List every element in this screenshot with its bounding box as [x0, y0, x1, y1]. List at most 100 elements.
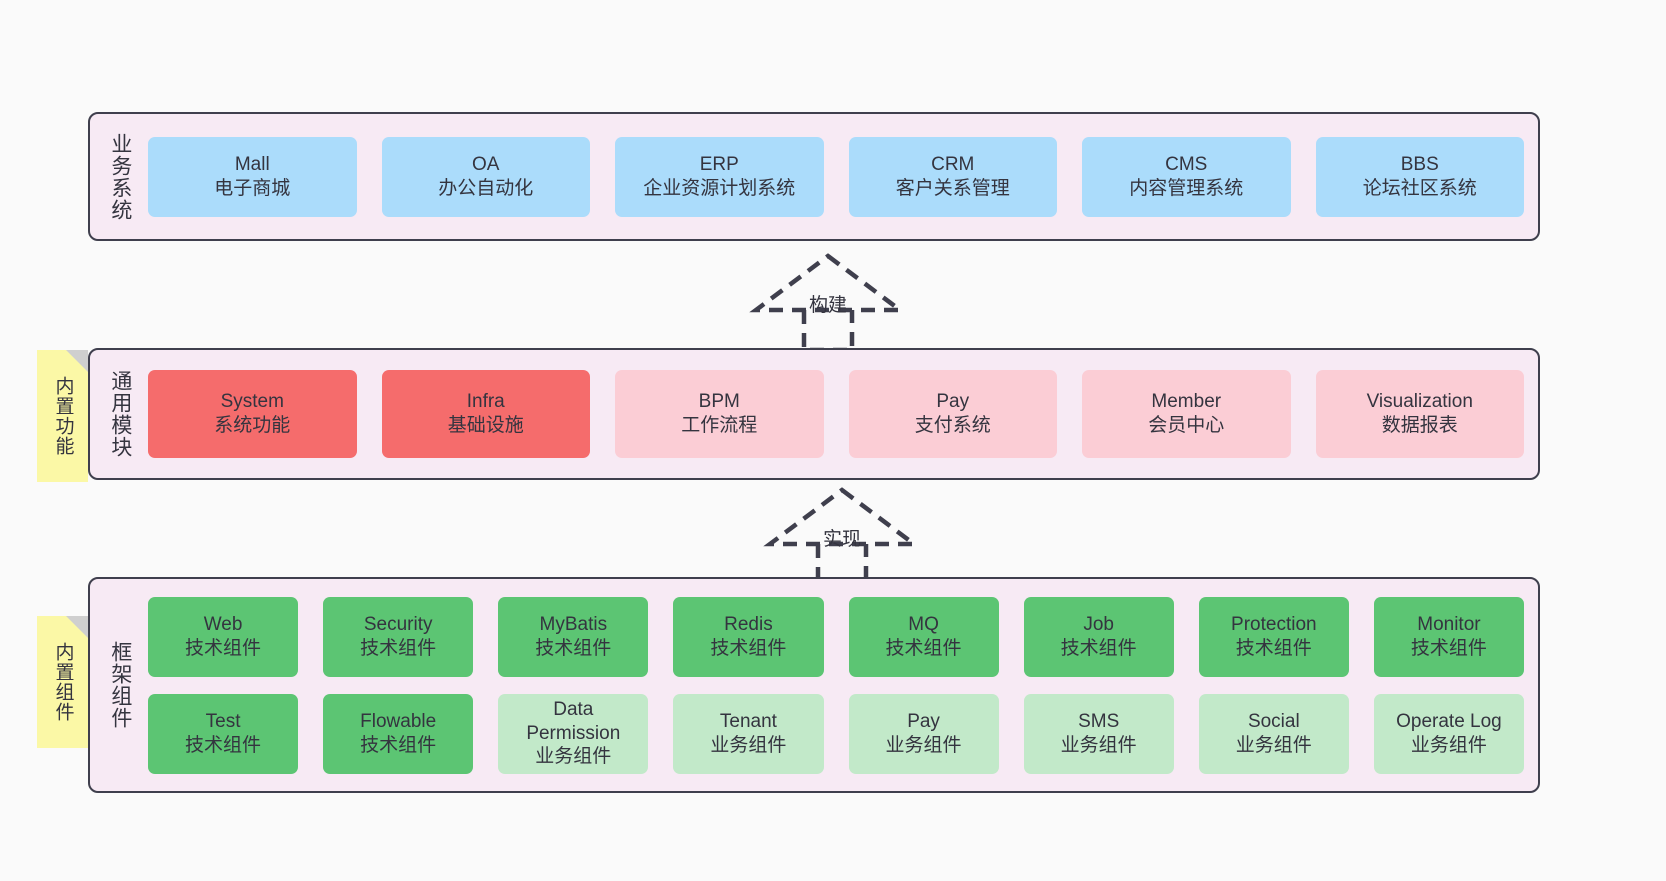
card-crm[interactable]: CRM 客户关系管理	[848, 136, 1057, 217]
card-title: System	[220, 391, 284, 413]
arrow-build: 构建	[748, 252, 908, 352]
layer-framework-component-body: Web 技术组件 Security 技术组件 MyBatis 技术组件 Redi…	[140, 579, 1538, 791]
card-mq[interactable]: MQ 技术组件	[848, 596, 999, 677]
card-data-permission[interactable]: Data Permission 业务组件	[498, 693, 649, 774]
note-fold-corner-icon	[66, 350, 88, 372]
card-bpm[interactable]: BPM 工作流程	[615, 370, 824, 458]
card-subtitle: 工作流程	[681, 415, 758, 436]
layer-business-system-label: 业务系统	[108, 132, 132, 221]
card-pay-component[interactable]: Pay 业务组件	[848, 693, 999, 774]
card-subtitle: 业务组件	[535, 746, 612, 768]
card-subtitle: 企业资源计划系统	[643, 177, 796, 199]
card-flowable[interactable]: Flowable 技术组件	[323, 693, 474, 774]
card-title: Pay	[936, 391, 970, 413]
card-title: BBS	[1400, 153, 1439, 175]
business-system-row: Mall 电子商城 OA 办公自动化 ERP 企业资源计划系统 CRM 客户关系…	[148, 136, 1524, 217]
layer-common-module-body: System 系统功能 Infra 基础设施 BPM 工作流程 Pay 支付系统…	[140, 350, 1538, 478]
card-mall[interactable]: Mall 电子商城	[148, 136, 357, 217]
card-title: Member	[1151, 391, 1222, 413]
sticky-note-builtin-component: 内置组件	[37, 616, 88, 748]
framework-business-row: Test 技术组件 Flowable 技术组件 Data Permission …	[148, 693, 1524, 774]
card-title: Redis	[724, 613, 773, 635]
layer-common-module-label: 通用模块	[108, 370, 132, 458]
card-cms[interactable]: CMS 内容管理系统	[1082, 136, 1291, 217]
card-title: Protection	[1231, 613, 1317, 635]
card-subtitle: 业务组件	[885, 734, 962, 756]
card-title: OA	[472, 153, 500, 175]
card-bbs[interactable]: BBS 论坛社区系统	[1315, 136, 1524, 217]
sticky-note-label: 内置组件	[52, 642, 74, 722]
card-visualization[interactable]: Visualization 数据报表	[1315, 370, 1524, 458]
card-title: Security	[363, 613, 433, 635]
card-subtitle: 基础设施	[447, 415, 524, 436]
card-title: Mall	[234, 153, 270, 175]
card-pay-module[interactable]: Pay 支付系统	[848, 370, 1057, 458]
card-title: Flowable	[360, 710, 437, 732]
card-subtitle: 电子商城	[214, 177, 291, 199]
card-subtitle: 内容管理系统	[1129, 177, 1244, 199]
card-member[interactable]: Member 会员中心	[1082, 370, 1291, 458]
card-title: Web	[203, 613, 243, 635]
layer-common-module: 通用模块 System 系统功能 Infra 基础设施 BPM 工作流程 Pay…	[88, 348, 1540, 480]
card-security[interactable]: Security 技术组件	[323, 596, 474, 677]
card-subtitle: 技术组件	[535, 637, 612, 659]
arrow-implement: 实现	[762, 486, 922, 586]
card-protection[interactable]: Protection 技术组件	[1198, 596, 1349, 677]
card-title: CMS	[1165, 153, 1208, 175]
card-job[interactable]: Job 技术组件	[1023, 596, 1174, 677]
sticky-note-label: 内置功能	[52, 376, 74, 456]
layer-business-system: 业务系统 Mall 电子商城 OA 办公自动化 ERP 企业资源计划系统 CRM…	[88, 112, 1540, 241]
card-subtitle: 技术组件	[360, 734, 437, 756]
card-sms[interactable]: SMS 业务组件	[1023, 693, 1174, 774]
card-title: Operate Log	[1396, 710, 1502, 732]
card-mybatis[interactable]: MyBatis 技术组件	[498, 596, 649, 677]
card-infra[interactable]: Infra 基础设施	[381, 370, 590, 458]
card-title: Infra	[466, 391, 505, 413]
card-title: Monitor	[1417, 613, 1481, 635]
card-title: Social	[1247, 710, 1300, 732]
card-erp[interactable]: ERP 企业资源计划系统	[615, 136, 824, 217]
card-subtitle: 技术组件	[1060, 637, 1137, 659]
card-subtitle: 客户关系管理	[895, 177, 1010, 199]
card-web[interactable]: Web 技术组件	[148, 596, 299, 677]
card-subtitle: 技术组件	[185, 637, 262, 659]
card-title: SMS	[1078, 710, 1120, 732]
card-social[interactable]: Social 业务组件	[1198, 693, 1349, 774]
card-title: CRM	[931, 153, 975, 175]
card-subtitle: 技术组件	[185, 734, 262, 756]
card-subtitle: 技术组件	[1410, 637, 1487, 659]
card-subtitle: 系统功能	[214, 415, 291, 436]
card-monitor[interactable]: Monitor 技术组件	[1373, 596, 1524, 677]
card-subtitle: 业务组件	[1060, 734, 1137, 756]
card-title: Data Permission	[526, 698, 621, 744]
card-title: MyBatis	[539, 613, 608, 635]
card-subtitle: 技术组件	[360, 637, 437, 659]
card-subtitle: 技术组件	[1235, 637, 1312, 659]
card-subtitle: 支付系统	[914, 415, 991, 436]
card-title: MQ	[908, 613, 939, 635]
card-test[interactable]: Test 技术组件	[148, 693, 299, 774]
common-module-row: System 系统功能 Infra 基础设施 BPM 工作流程 Pay 支付系统…	[148, 370, 1524, 458]
card-operate-log[interactable]: Operate Log 业务组件	[1373, 693, 1524, 774]
card-subtitle: 会员中心	[1148, 415, 1225, 436]
sticky-note-builtin-feature: 内置功能	[37, 350, 88, 482]
card-subtitle: 数据报表	[1381, 415, 1458, 436]
card-subtitle: 论坛社区系统	[1362, 177, 1477, 199]
card-subtitle: 技术组件	[885, 637, 962, 659]
card-subtitle: 办公自动化	[438, 177, 534, 199]
framework-tech-row: Web 技术组件 Security 技术组件 MyBatis 技术组件 Redi…	[148, 596, 1524, 677]
card-subtitle: 业务组件	[710, 734, 787, 756]
layer-business-system-body: Mall 电子商城 OA 办公自动化 ERP 企业资源计划系统 CRM 客户关系…	[140, 114, 1538, 239]
layer-framework-component-label: 框架组件	[108, 641, 132, 729]
card-subtitle: 业务组件	[1410, 734, 1487, 756]
note-fold-corner-icon	[66, 616, 88, 638]
card-tenant[interactable]: Tenant 业务组件	[673, 693, 824, 774]
card-system[interactable]: System 系统功能	[148, 370, 357, 458]
card-title: Job	[1083, 613, 1114, 635]
card-title: Pay	[907, 710, 940, 732]
card-title: ERP	[699, 153, 739, 175]
card-redis[interactable]: Redis 技术组件	[673, 596, 824, 677]
card-oa[interactable]: OA 办公自动化	[381, 136, 590, 217]
card-subtitle: 技术组件	[710, 637, 787, 659]
